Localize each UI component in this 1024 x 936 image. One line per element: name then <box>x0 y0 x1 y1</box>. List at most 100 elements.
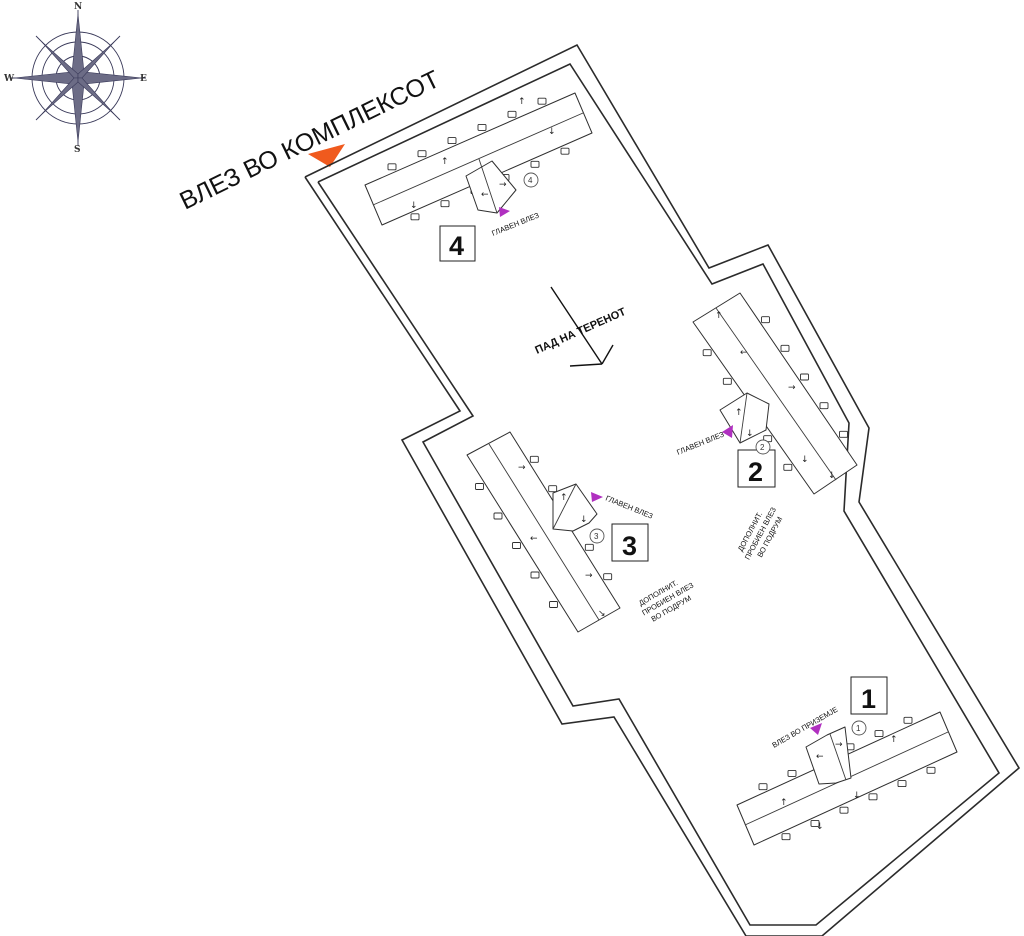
svg-text:↓: ↓ <box>548 127 556 137</box>
buttress <box>507 110 517 118</box>
svg-text:3: 3 <box>594 532 599 541</box>
svg-text:↑: ↑ <box>715 311 723 321</box>
buttress <box>819 402 829 410</box>
buttress <box>787 769 797 777</box>
buttress <box>475 483 484 490</box>
svg-text:↓: ↓ <box>801 455 809 465</box>
building-circle-number-2: 2 <box>755 439 771 455</box>
buttress <box>926 766 936 774</box>
building-circle-number-4: 4 <box>523 172 539 188</box>
buttress <box>493 512 503 520</box>
building-2: ↑ ← → ↓ ↓ ↑ ↓ <box>692 292 858 495</box>
svg-text:←: ← <box>481 190 489 200</box>
buttress <box>810 819 820 827</box>
svg-text:←: ← <box>740 348 748 358</box>
buttress <box>584 543 594 551</box>
basement-label-2: ДОПОЛНИТ. ПРОБИЕН ВЛЕЗ ВО ПОДРУМ <box>736 505 784 561</box>
buttress <box>758 783 768 791</box>
compass-south-label: S <box>74 145 81 155</box>
buttress <box>512 542 521 549</box>
buttress <box>839 806 849 814</box>
svg-text:→: → <box>835 740 843 750</box>
buttress <box>761 316 770 324</box>
basement-label-3: ДОПОЛНИТ. ПРОБИЕН ВЛЕЗ ВО ПОДРУМ <box>637 578 695 623</box>
buttress <box>897 780 907 788</box>
buttress <box>387 163 397 171</box>
svg-text:↑: ↑ <box>441 157 449 167</box>
svg-text:↓: ↓ <box>853 791 861 801</box>
buttress <box>868 793 878 801</box>
compass-rose-icon: N S E W <box>3 2 147 155</box>
compass-west-label: W <box>3 74 15 84</box>
svg-text:↓: ↓ <box>580 515 588 525</box>
svg-text:→: → <box>585 571 593 581</box>
svg-text:↓: ↓ <box>746 429 754 439</box>
buttress <box>722 377 732 385</box>
svg-text:↓: ↓ <box>410 201 418 211</box>
buttress <box>440 200 450 208</box>
buttress <box>874 730 884 738</box>
buttress <box>417 150 427 158</box>
buttress <box>548 485 558 493</box>
svg-text:1: 1 <box>856 724 861 733</box>
building-1: ↑ ↓ ↓ ↑ ← → <box>736 711 958 846</box>
entry-marker-1-icon <box>810 723 822 735</box>
main-gate-marker-icon <box>308 144 345 167</box>
buttress <box>410 213 420 221</box>
entry-label-2: ГЛАВЕН ВЛЕЗ <box>675 429 725 456</box>
building-number-box-4: 4 <box>439 225 476 262</box>
buttress <box>530 571 540 579</box>
compass-north-label: N <box>74 2 82 12</box>
svg-text:2: 2 <box>760 443 765 452</box>
svg-text:2: 2 <box>748 457 763 487</box>
svg-text:3: 3 <box>622 531 637 561</box>
svg-text:↑: ↑ <box>518 97 526 107</box>
building-3: → ← → ↘ ↑ ↓ <box>466 431 621 633</box>
buttress <box>560 147 570 155</box>
building-number-box-2: 2 <box>737 449 776 488</box>
buttress <box>477 123 487 131</box>
svg-text:→: → <box>518 463 526 473</box>
buttress <box>537 97 547 105</box>
svg-text:→: → <box>788 383 796 393</box>
svg-text:→: → <box>499 180 507 190</box>
buttress <box>780 344 790 352</box>
buttress <box>783 463 793 471</box>
svg-text:↑: ↑ <box>890 735 898 745</box>
buttress <box>549 601 558 608</box>
building-number-box-3: 3 <box>611 523 649 562</box>
compass-east-label: E <box>140 74 147 84</box>
buttress <box>529 455 539 463</box>
building-circle-number-3: 3 <box>589 528 605 544</box>
svg-text:↘: ↘ <box>598 609 606 619</box>
building-4: ↓ ↑ ↓ ↑ ← → <box>364 92 593 226</box>
svg-text:4: 4 <box>449 231 464 261</box>
buttress <box>839 430 848 438</box>
svg-text:4: 4 <box>528 176 533 185</box>
entry-marker-2-icon <box>722 425 733 438</box>
buttress <box>800 373 809 381</box>
buttress <box>903 716 913 724</box>
svg-text:↓: ↓ <box>828 471 836 481</box>
svg-text:1: 1 <box>861 684 876 714</box>
building-circle-number-1: 1 <box>851 720 867 736</box>
site-boundary-wall <box>304 43 1021 936</box>
entry-marker-3-icon <box>591 492 603 502</box>
entry-label-3: ГЛАВЕН ВЛЕЗ <box>604 494 654 521</box>
buttress <box>702 349 712 357</box>
building-number-box-1: 1 <box>850 676 888 715</box>
svg-text:↑: ↑ <box>560 493 568 503</box>
entry-marker-4-icon <box>499 207 510 217</box>
svg-text:↑: ↑ <box>735 408 743 418</box>
svg-text:↑: ↑ <box>780 798 788 808</box>
svg-text:↓: ↓ <box>816 822 824 832</box>
buttress <box>530 160 540 168</box>
svg-text:←: ← <box>530 534 538 544</box>
buttress <box>603 573 613 581</box>
terrain-slope-label: ПАД НА ТЕРЕНОТ <box>533 306 628 357</box>
slope-arrow-icon <box>550 286 614 367</box>
buttress <box>781 833 791 841</box>
svg-text:←: ← <box>816 752 824 762</box>
entry-label-4: ГЛАВЕН ВЛЕЗ <box>490 210 540 237</box>
